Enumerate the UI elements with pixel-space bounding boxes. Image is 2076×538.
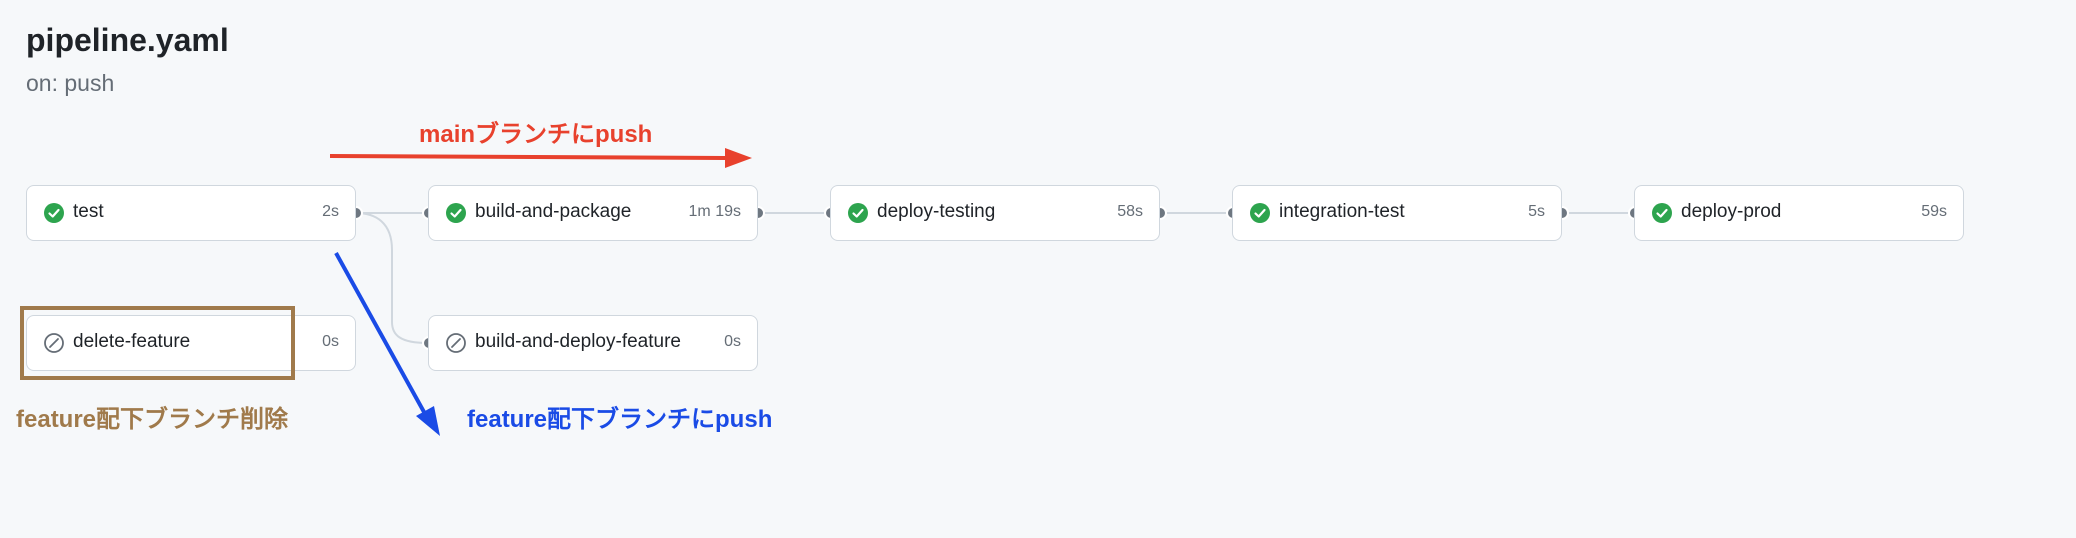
job-integration-test[interactable]: integration-test 5s xyxy=(1232,185,1562,241)
job-name: build-and-package xyxy=(475,201,632,222)
job-build-and-deploy-feature[interactable]: build-and-deploy-feature 0s xyxy=(428,315,758,371)
job-test[interactable]: test 2s xyxy=(26,185,356,241)
job-name: delete-feature xyxy=(73,331,191,352)
job-deploy-prod[interactable]: deploy-prod 59s xyxy=(1634,185,1964,241)
job-duration: 2s xyxy=(322,203,339,220)
delete-feature-highlight-box xyxy=(20,306,295,380)
main-push-arrow xyxy=(329,148,752,168)
job-duration: 0s xyxy=(322,333,339,350)
job-duration: 5s xyxy=(1528,203,1545,220)
check-circle-icon xyxy=(44,203,64,223)
job-build-and-package[interactable]: build-and-package 1m 19s xyxy=(428,185,758,241)
page-subtitle: on: push xyxy=(26,70,115,96)
edge-test-feature xyxy=(355,212,429,344)
feature-push-arrow xyxy=(334,252,440,436)
job-duration: 0s xyxy=(724,333,741,350)
check-circle-icon xyxy=(1250,203,1270,223)
job-delete-feature[interactable]: delete-feature 0s xyxy=(26,315,356,371)
skip-circle-icon xyxy=(446,333,466,353)
feature-delete-annotation: feature配下ブランチ削除 xyxy=(16,406,289,433)
skip-circle-icon xyxy=(44,333,64,353)
job-name: build-and-deploy-feature xyxy=(475,331,681,352)
job-deploy-testing[interactable]: deploy-testing 58s xyxy=(830,185,1160,241)
main-push-annotation: mainブランチにpush xyxy=(419,121,653,148)
job-duration: 1m 19s xyxy=(688,203,741,220)
check-circle-icon xyxy=(1652,203,1672,223)
page-title: pipeline.yaml xyxy=(26,22,229,58)
job-duration: 58s xyxy=(1117,203,1143,220)
job-name: integration-test xyxy=(1279,201,1405,222)
check-circle-icon xyxy=(848,203,868,223)
job-name: deploy-testing xyxy=(877,201,996,222)
feature-push-annotation: feature配下ブランチにpush xyxy=(467,406,773,433)
job-duration: 59s xyxy=(1921,203,1947,220)
check-circle-icon xyxy=(446,203,466,223)
job-name: test xyxy=(73,201,104,222)
job-name: deploy-prod xyxy=(1681,201,1782,222)
